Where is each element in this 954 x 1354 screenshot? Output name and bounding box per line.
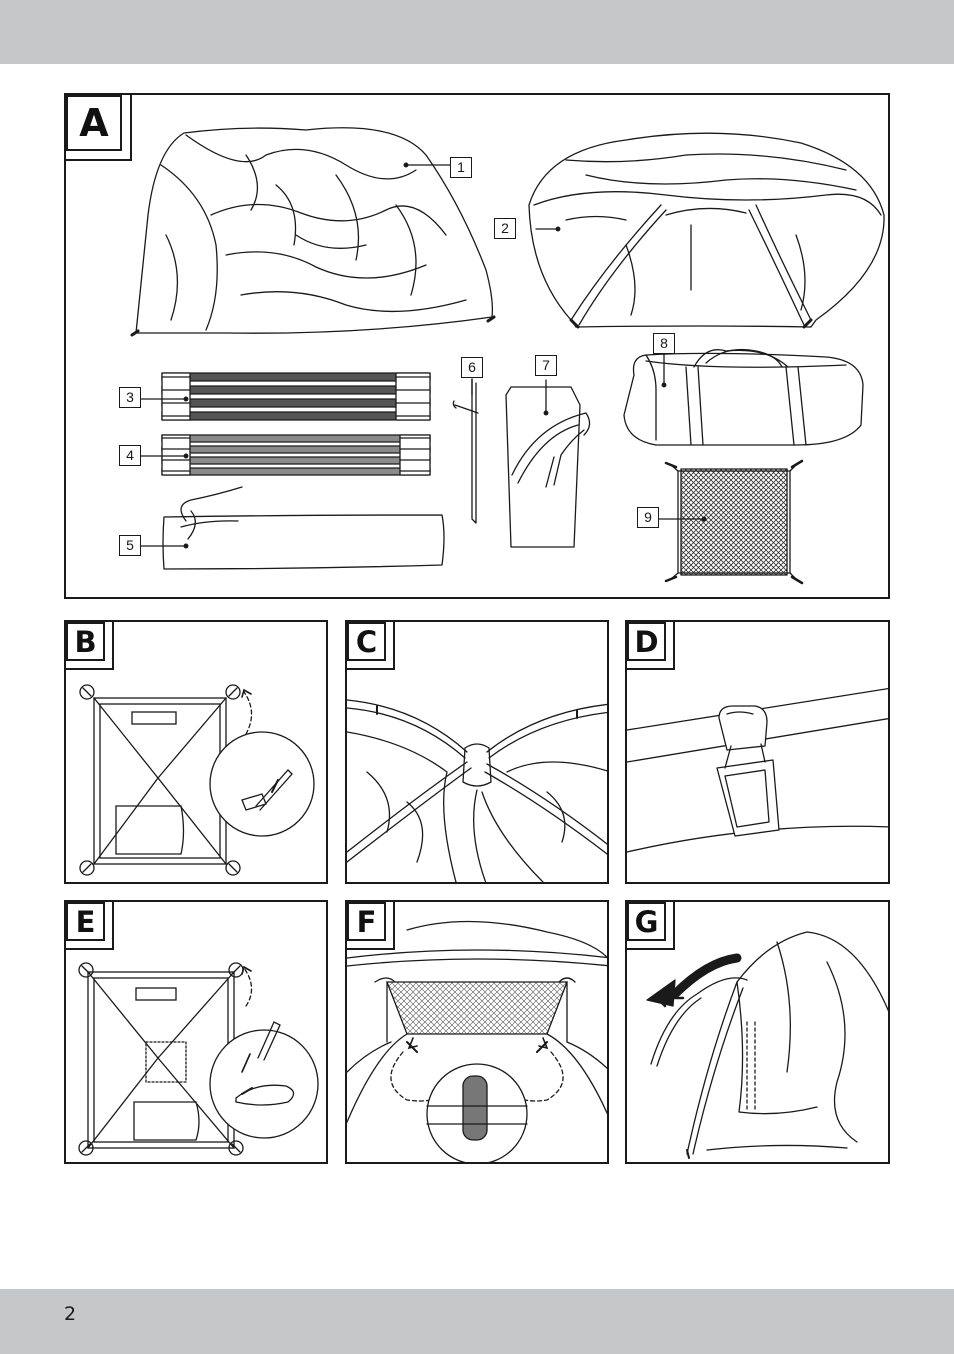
figure-e-panel: E [64, 900, 328, 1164]
inner-tent-drawing [529, 133, 884, 327]
figure-d-panel: D [625, 620, 890, 884]
callout-6: 6 [461, 357, 483, 378]
figure-e-label: E [66, 902, 105, 941]
figure-a-illustration [66, 95, 890, 599]
flysheet-drawing [132, 128, 494, 335]
carry-bag-drawing [624, 350, 863, 446]
figure-b-tag: B [64, 620, 114, 670]
figure-e-tag: E [64, 900, 114, 950]
figure-d-tag: D [625, 620, 675, 670]
figure-b-label: B [66, 622, 105, 661]
page-number: 2 [64, 1303, 76, 1325]
header-band [0, 0, 954, 64]
poles-dark-drawing [162, 373, 430, 420]
figure-a-panel: A [64, 93, 890, 599]
footer-band [0, 1289, 954, 1354]
callout-3: 3 [119, 387, 141, 408]
figure-c-panel: C [345, 620, 609, 884]
figure-c-tag: C [345, 620, 395, 670]
figure-f-label: F [347, 902, 386, 941]
figure-g-panel: G [625, 900, 890, 1164]
pole-bag-drawing [163, 487, 444, 569]
figure-a-tag: A [64, 93, 132, 161]
poles-light-drawing [162, 435, 430, 475]
ground-mesh-drawing [666, 461, 802, 583]
figure-g-label: G [627, 902, 666, 941]
callout-4: 4 [119, 445, 141, 466]
callout-1: 1 [450, 157, 472, 178]
figure-b-panel: B [64, 620, 328, 884]
callout-8: 8 [653, 333, 675, 354]
figure-d-label: D [627, 622, 666, 661]
callout-2: 2 [494, 218, 516, 239]
callout-9: 9 [637, 507, 659, 528]
figure-g-tag: G [625, 900, 675, 950]
figure-f-panel: F [345, 900, 609, 1164]
peg-bag-drawing [506, 387, 590, 547]
figure-f-tag: F [345, 900, 395, 950]
figure-c-label: C [347, 622, 386, 661]
callout-7: 7 [535, 355, 557, 376]
figure-a-label: A [66, 95, 122, 151]
callout-5: 5 [119, 535, 141, 556]
tent-peg-drawing [453, 379, 478, 523]
